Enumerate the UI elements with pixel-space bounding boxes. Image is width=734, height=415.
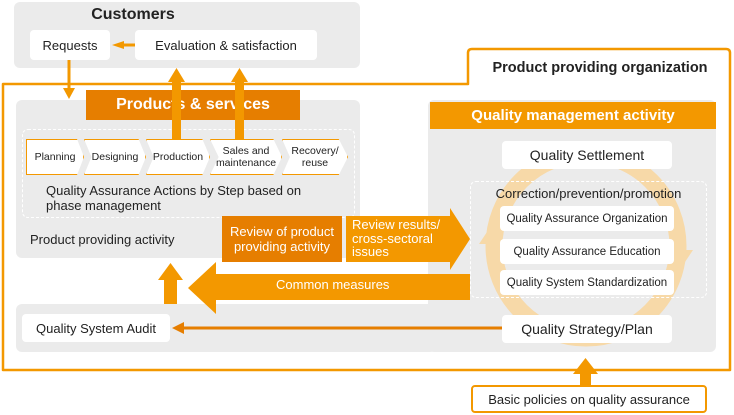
review-product-activity-box: Review of product providing activity [222,216,342,262]
step-production: Production [146,139,210,175]
step-designing: Designing [84,139,146,175]
step-sales-maintenance: Sales and maintenance [210,139,282,175]
correction-area [470,181,707,298]
qa-organization-box: Quality Assurance Organization [500,206,674,231]
quality-system-audit-box: Quality System Audit [22,314,170,342]
qa-actions-label: Quality Assurance Actions by Step based … [46,183,302,213]
organization-title: Product providing organization [492,60,708,76]
customers-title: Customers [91,6,175,23]
product-activity-label: Product providing activity [30,232,175,247]
products-services-header: Products & services [86,90,300,120]
qs-standardization-box: Quality System Standardization [500,270,674,295]
requests-box: Requests [30,30,110,60]
evaluation-box: Evaluation & satisfaction [135,30,317,60]
qa-education-box: Quality Assurance Education [500,239,674,264]
step-recovery-reuse: Recovery/ reuse [282,139,348,175]
common-measures-label: Common measures [276,277,390,292]
correction-label: Correction/prevention/promotion [495,186,682,201]
qm-header: Quality management activity [430,102,716,129]
phase-steps-area [22,129,355,218]
basic-policies-box: Basic policies on quality assurance [471,385,707,413]
review-results-label: Review results/ cross-sectoral issues [352,217,441,259]
step-planning: Planning [26,139,84,175]
quality-strategy-box: Quality Strategy/Plan [502,315,672,343]
quality-settlement-box: Quality Settlement [502,141,672,169]
